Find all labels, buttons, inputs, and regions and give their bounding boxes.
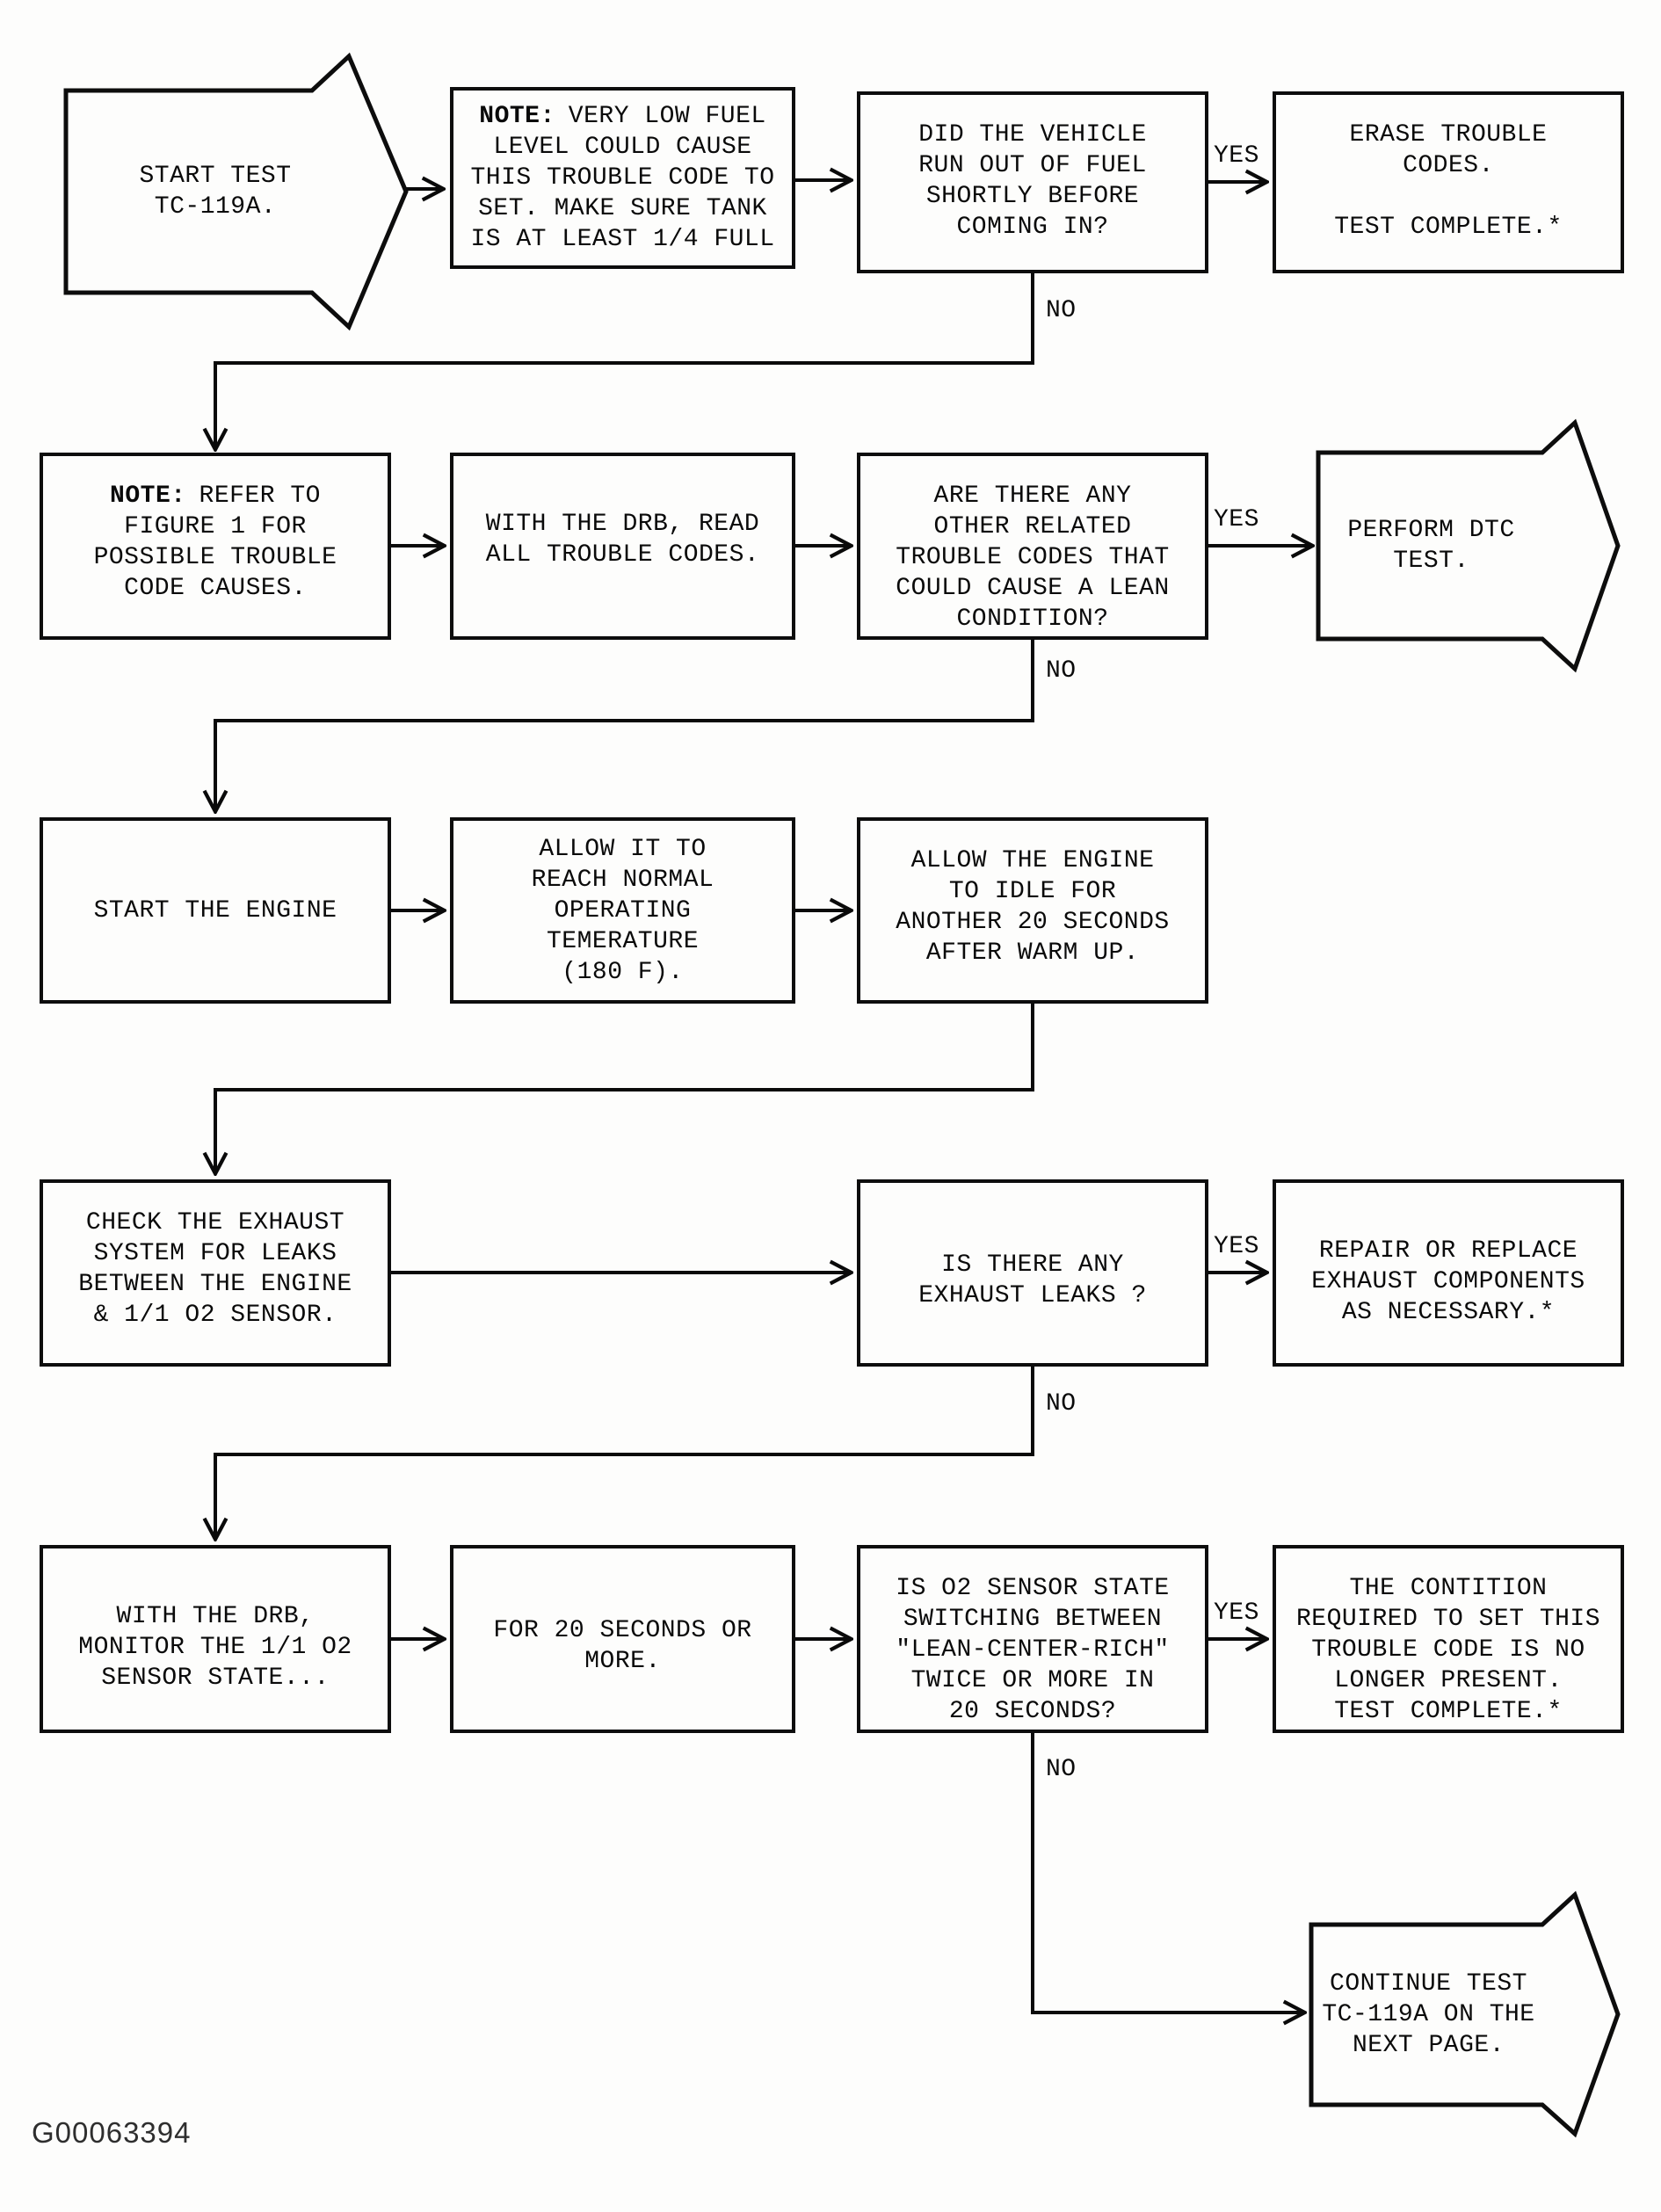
edge-label-switching-no: NO — [1046, 1756, 1077, 1783]
edge-label-related-yes: YES — [1214, 506, 1259, 533]
edge-label-fuel-no: NO — [1046, 297, 1077, 324]
perform-dtc-arrow-shape — [1316, 418, 1621, 673]
node-start: START TEST TC-119A. — [139, 163, 292, 221]
edge-qrelated-no — [215, 640, 1034, 809]
note-label: NOTE: — [479, 103, 555, 130]
node-read-all-trouble-codes: WITH THE DRB, READ ALL TROUBLE CODES. — [450, 453, 795, 640]
note-refer-text: REFER TO FIGURE 1 FOR POSSIBLE TROUBLE C… — [93, 482, 337, 602]
start-pentagon-shape — [63, 52, 409, 331]
node-reach-operating-temperature: ALLOW IT TO REACH NORMAL OPERATING TEMER… — [450, 817, 795, 1004]
node-for-20-seconds: FOR 20 SECONDS OR MORE. — [450, 1545, 795, 1733]
node-q-sensor-switching: IS O2 SENSOR STATE SWITCHING BETWEEN "LE… — [857, 1545, 1208, 1733]
note-fuel-text: VERY LOW FUEL LEVEL COULD CAUSE THIS TRO… — [470, 103, 775, 253]
node-perform-dtc-test: PERFORM DTC TEST. — [1347, 517, 1515, 575]
edge-qswitching-no — [1031, 1733, 1302, 2013]
node-erase-trouble-codes: ERASE TROUBLE CODES. TEST COMPLETE.* — [1273, 91, 1624, 273]
node-note-refer-figure1: NOTE:REFER TO FIGURE 1 FOR POSSIBLE TROU… — [40, 453, 391, 640]
edge-allowidle-to-check — [215, 1004, 1034, 1171]
node-q-exhaust-leaks: IS THERE ANY EXHAUST LEAKS ? — [857, 1179, 1208, 1367]
node-monitor-o2-sensor: WITH THE DRB, MONITOR THE 1/1 O2 SENSOR … — [40, 1545, 391, 1733]
node-continue-next-page: CONTINUE TEST TC-119A ON THE NEXT PAGE. — [1322, 1970, 1535, 2059]
node-condition-no-longer-present: THE CONTITION REQUIRED TO SET THIS TROUB… — [1273, 1545, 1624, 1733]
node-note-fuel-level: NOTE:VERY LOW FUEL LEVEL COULD CAUSE THI… — [450, 87, 795, 269]
node-repair-exhaust-components: REPAIR OR REPLACE EXHAUST COMPONENTS AS … — [1273, 1179, 1624, 1367]
edge-label-leaks-no: NO — [1046, 1390, 1077, 1418]
continue-arrow-shape — [1309, 1890, 1621, 2138]
node-q-ran-out-of-fuel: DID THE VEHICLE RUN OUT OF FUEL SHORTLY … — [857, 91, 1208, 273]
node-start-the-engine: START THE ENGINE — [40, 817, 391, 1004]
node-q-other-related-codes: ARE THERE ANY OTHER RELATED TROUBLE CODE… — [857, 453, 1208, 640]
node-idle-20-seconds: ALLOW THE ENGINE TO IDLE FOR ANOTHER 20 … — [857, 817, 1208, 1004]
edge-qfuel-no — [215, 273, 1034, 447]
note-label: NOTE: — [110, 482, 186, 510]
edge-label-switching-yes: YES — [1214, 1599, 1259, 1627]
node-check-exhaust-system: CHECK THE EXHAUST SYSTEM FOR LEAKS BETWE… — [40, 1179, 391, 1367]
edge-qleaks-no — [215, 1367, 1034, 1537]
figure-code: G00063394 — [32, 2116, 192, 2149]
edge-label-leaks-yes: YES — [1214, 1233, 1259, 1260]
edge-label-fuel-yes: YES — [1214, 142, 1259, 170]
edge-label-related-no: NO — [1046, 657, 1077, 685]
